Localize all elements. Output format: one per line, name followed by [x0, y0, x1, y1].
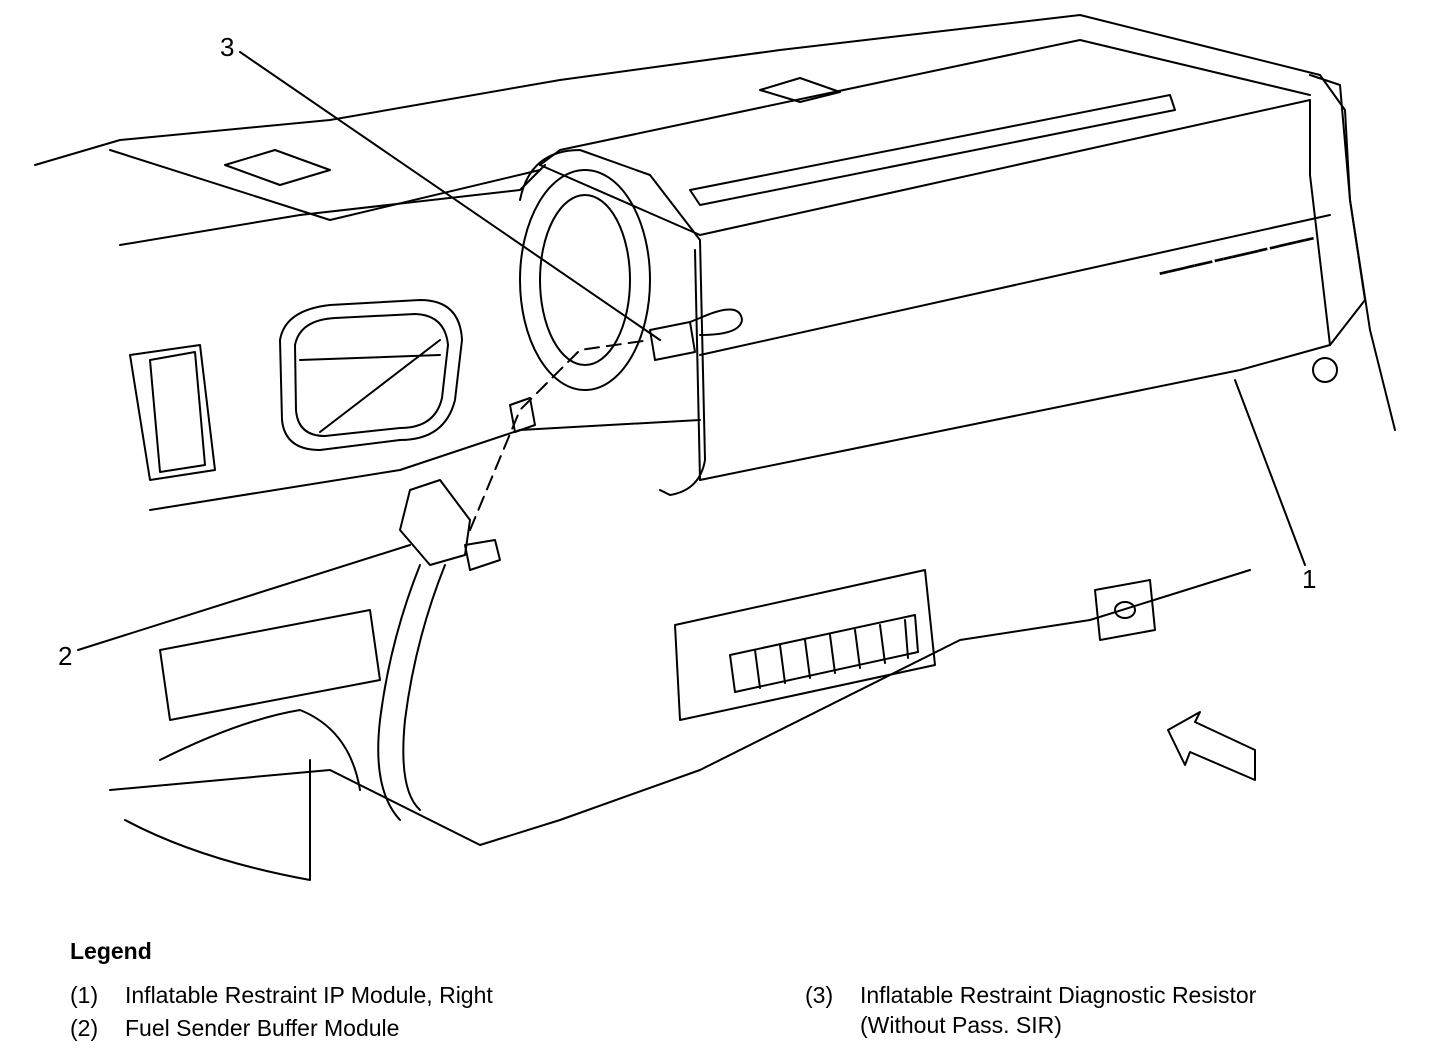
legend: Legend (1) Inflatable Restraint IP Module…: [70, 938, 1410, 1048]
air-vent-inner: [294, 313, 449, 437]
dash-top-edge: [109, 149, 541, 221]
legend-item-text: Inflatable Restraint IP Module, Right: [125, 982, 493, 1008]
right-bracket: [1309, 74, 1366, 346]
callout-1: 1: [1302, 564, 1316, 594]
ip-module-slots: [689, 94, 1176, 206]
legend-item-text-line2: (Without Pass. SIR): [860, 1012, 1062, 1038]
legend-item-text: Inflatable Restraint Diagnostic Resistor: [860, 982, 1257, 1008]
dash-defrost-vent-left: [224, 149, 331, 186]
dash-top-surface: [34, 14, 1396, 431]
dashed-connection: [469, 339, 651, 531]
connector-plug: [509, 397, 536, 433]
dash-front-face: [119, 164, 546, 246]
lower-panel-left: [159, 609, 381, 721]
ip-module-top: [539, 39, 1311, 166]
buffer-module-connector: [464, 539, 501, 571]
dash-defrost-vent-right: [759, 77, 841, 103]
instrument-panel-diagram: ▬▬▬▬▬▬ ▬▬▬▬▬▬ ▬▬▬▬▬ 3 2 1: [34, 14, 1396, 881]
air-vent-louver: [299, 339, 441, 433]
lower-right-bracket-hole: [1114, 601, 1136, 619]
steering-column-shroud: [519, 149, 706, 496]
legend-item-2: (2) Fuel Sender Buffer Module: [70, 1013, 399, 1043]
steering-column-inner-ring: [539, 194, 631, 366]
ip-module-seam: [699, 214, 1331, 356]
legend-item-text: Fuel Sender Buffer Module: [125, 1015, 400, 1041]
legend-title: Legend: [70, 938, 152, 964]
leader-line-2: [77, 544, 411, 651]
callout-2: 2: [58, 641, 72, 671]
legend-item-number: (2): [70, 1015, 99, 1041]
floor-vent: [674, 569, 936, 721]
legend-item-1: (1) Inflatable Restraint IP Module, Right: [70, 980, 493, 1010]
ip-module-right: [539, 99, 1331, 481]
right-knob: [1312, 357, 1338, 383]
dash-lower-edge: [149, 419, 701, 511]
wiring-harness-left: [159, 709, 361, 791]
legend-item-3: (3) Inflatable Restraint Diagnostic Resis…: [805, 980, 1256, 1040]
legend-item-number: (3): [805, 982, 834, 1008]
diagnostic-resistor: [649, 317, 701, 361]
floor-vent-grille: [729, 614, 919, 693]
leader-line-3: [239, 51, 661, 341]
resistor-connector-wire: [699, 308, 743, 336]
legend-item-number: (1): [70, 982, 99, 1008]
air-vent-outer: [279, 299, 463, 451]
wiring-harness: [377, 564, 446, 821]
view-direction-arrow: [1167, 711, 1256, 781]
lower-panel: [109, 569, 1251, 846]
leader-line-1: [1234, 379, 1306, 566]
callout-3: 3: [220, 32, 234, 62]
lower-panel-edge: [124, 759, 311, 881]
side-vent: [129, 344, 216, 481]
fuel-sender-buffer-module: [399, 479, 471, 566]
ip-module-label-text: ▬▬▬▬▬▬ ▬▬▬▬▬▬ ▬▬▬▬▬: [1158, 232, 1314, 277]
lower-right-bracket: [1094, 579, 1156, 641]
steering-column-ring: [519, 169, 651, 391]
